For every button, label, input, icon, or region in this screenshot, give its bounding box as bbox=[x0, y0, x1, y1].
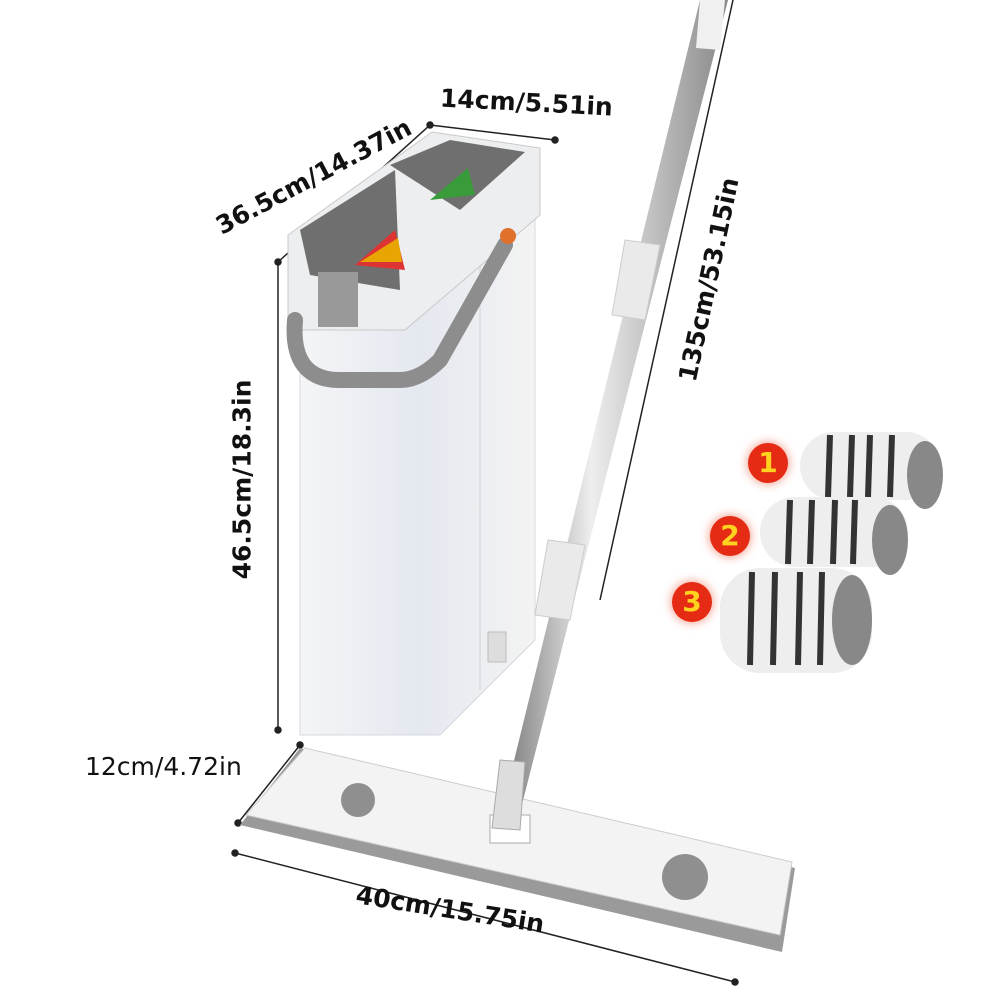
pad-width-label: 12cm/4.72in bbox=[85, 752, 242, 781]
mop-pole bbox=[491, 0, 728, 831]
bucket-height-label: 46.5cm/18.3in bbox=[227, 379, 257, 580]
pad-badge-2: 2 bbox=[710, 516, 750, 556]
refill-pad-3 bbox=[720, 568, 872, 673]
refill-pads bbox=[720, 432, 943, 673]
refill-pad-2 bbox=[760, 497, 908, 575]
pad-badge-3: 3 bbox=[672, 582, 712, 622]
bucket bbox=[286, 131, 541, 736]
pad-badge-1: 1 bbox=[748, 443, 788, 483]
refill-pad-1 bbox=[800, 432, 943, 509]
dimension-lines bbox=[231, 0, 739, 986]
